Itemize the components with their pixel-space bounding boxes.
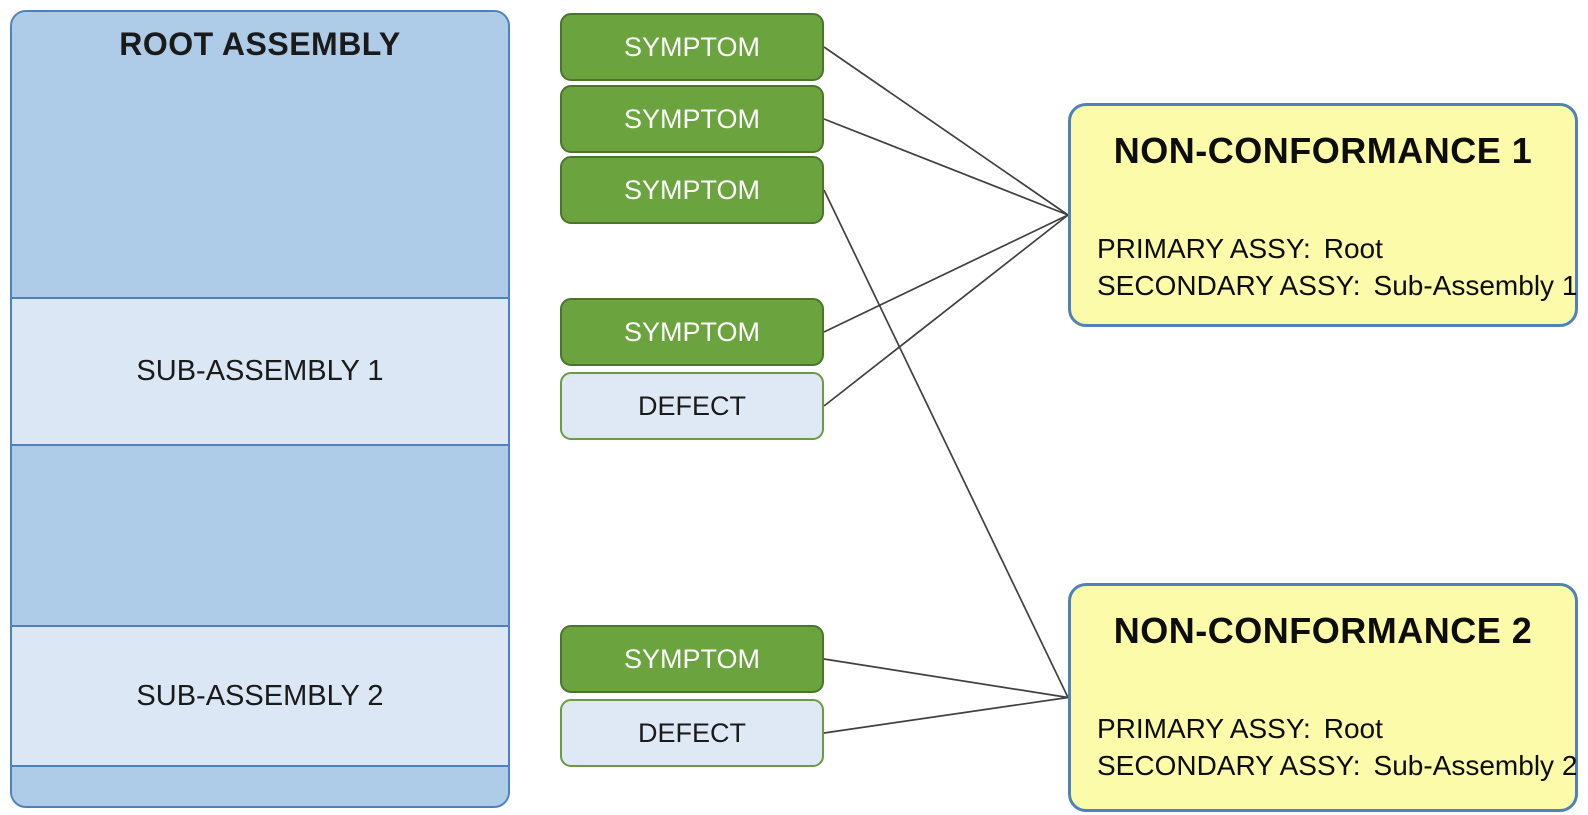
sub-assembly-2-section: SUB-ASSEMBLY 2 <box>12 625 508 765</box>
symptom-node-2: SYMPTOM <box>560 85 824 153</box>
connector-line <box>823 46 1069 216</box>
nc2-secondary-value: Sub-Assembly 2 <box>1373 750 1578 781</box>
nc1-primary-value: Root <box>1323 233 1383 264</box>
non-conformance-2-body: PRIMARY ASSY: Root SECONDARY ASSY: Sub-Ass… <box>1097 710 1577 784</box>
symptom-node-3-label: SYMPTOM <box>623 174 760 205</box>
nc2-secondary-label: SECONDARY ASSY: <box>1097 750 1361 781</box>
symptom-node-4: SYMPTOM <box>560 298 824 366</box>
connector-line <box>823 214 1069 333</box>
assembly-stack: ROOT ASSEMBLY SUB-ASSEMBLY 1 SUB-ASSEMBL… <box>10 10 510 808</box>
symptom-node-5: SYMPTOM <box>560 625 824 693</box>
root-assembly-title: ROOT ASSEMBLY <box>119 26 401 62</box>
symptom-node-1-label: SYMPTOM <box>623 31 760 62</box>
defect-node-1-label: DEFECT <box>638 390 746 421</box>
defect-node-1: DEFECT <box>560 372 824 440</box>
nc1-secondary-label: SECONDARY ASSY: <box>1097 270 1361 301</box>
defect-node-2-label: DEFECT <box>638 717 746 748</box>
sub-assembly-2-label: SUB-ASSEMBLY 2 <box>136 679 384 712</box>
non-conformance-2-title: NON-CONFORMANCE 2 <box>1113 610 1533 651</box>
connector-line <box>823 696 1069 734</box>
connector-line <box>823 658 1069 699</box>
nc1-secondary-line: SECONDARY ASSY: Sub-Assembly 1 <box>1097 267 1577 304</box>
non-conformance-1-body: PRIMARY ASSY: Root SECONDARY ASSY: Sub-Ass… <box>1097 230 1577 304</box>
symptom-node-5-label: SYMPTOM <box>623 643 760 674</box>
symptom-node-1: SYMPTOM <box>560 13 824 81</box>
non-conformance-2-card: NON-CONFORMANCE 2 PRIMARY ASSY: Root SECO… <box>1068 583 1578 812</box>
symptom-node-4-label: SYMPTOM <box>623 316 760 347</box>
connector-line <box>823 118 1069 216</box>
nc1-primary-label: PRIMARY ASSY: <box>1097 233 1311 264</box>
non-conformance-1-title: NON-CONFORMANCE 1 <box>1113 130 1533 171</box>
nc1-primary-line: PRIMARY ASSY: Root <box>1097 230 1577 267</box>
assembly-spacer-1 <box>12 444 508 625</box>
assembly-spacer-2 <box>12 765 508 806</box>
sub-assembly-1-section: SUB-ASSEMBLY 1 <box>12 297 508 444</box>
connector-line <box>823 214 1069 407</box>
non-conformance-1-card: NON-CONFORMANCE 1 PRIMARY ASSY: Root SECO… <box>1068 103 1578 327</box>
symptom-node-3: SYMPTOM <box>560 156 824 224</box>
nc2-secondary-line: SECONDARY ASSY: Sub-Assembly 2 <box>1097 747 1577 784</box>
nc2-primary-line: PRIMARY ASSY: Root <box>1097 710 1577 747</box>
sub-assembly-1-label: SUB-ASSEMBLY 1 <box>136 355 384 387</box>
defect-node-2: DEFECT <box>560 699 824 767</box>
nc2-primary-label: PRIMARY ASSY: <box>1097 713 1311 744</box>
connector-line <box>823 189 1069 698</box>
root-assembly-section: ROOT ASSEMBLY <box>12 12 508 297</box>
nc2-primary-value: Root <box>1323 713 1383 744</box>
symptom-node-2-label: SYMPTOM <box>623 103 760 134</box>
nc1-secondary-value: Sub-Assembly 1 <box>1373 270 1578 301</box>
